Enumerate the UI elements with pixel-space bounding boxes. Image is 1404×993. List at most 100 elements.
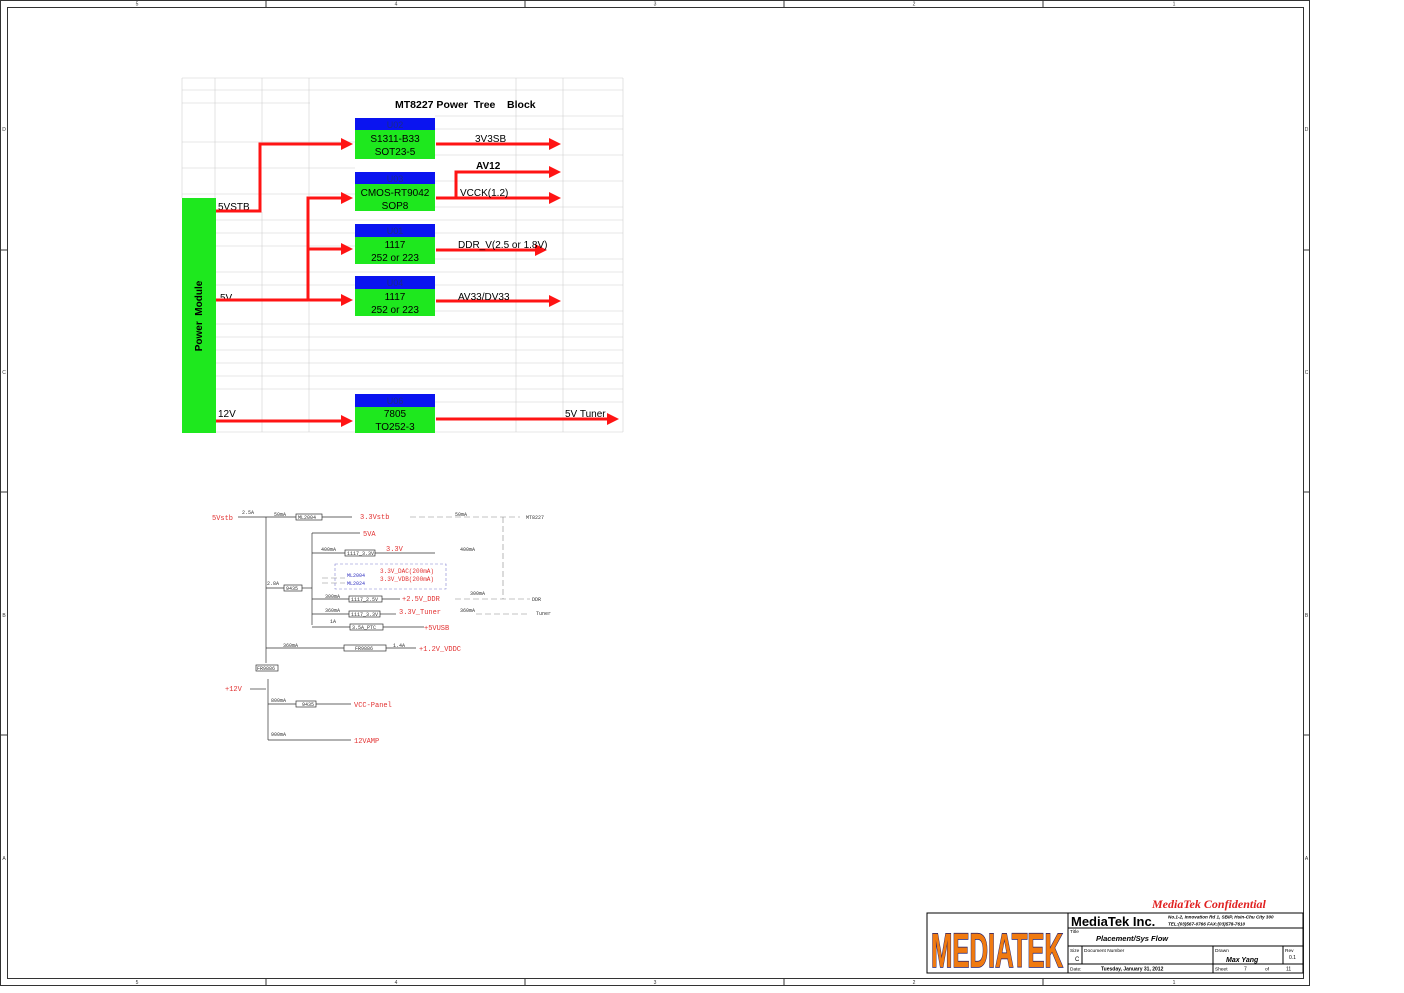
current-360ma-b: 360mA — [460, 608, 475, 614]
sheet-value: 7 — [1244, 967, 1247, 973]
chip-part: 1117 — [385, 292, 406, 303]
title-block: MediaTek Confidential MEDIATEK MediaTek … — [926, 897, 1304, 979]
net-vcc-panel: VCC-Panel — [354, 702, 392, 710]
flow-5v-u03 — [306, 192, 353, 300]
drawn-value: Max Yang — [1226, 957, 1259, 964]
zone-bot-1: 1 — [1173, 980, 1176, 986]
part-ml2004b: ML2004 — [347, 573, 365, 579]
output-tuner-label: 5V Tuner — [565, 409, 606, 420]
zone-left-c: C — [2, 370, 6, 376]
sheet-border — [0, 0, 1310, 986]
flow-wires — [238, 516, 435, 741]
zone-bot-4: 4 — [395, 980, 398, 986]
regulator-u02: U02 S1311-B33 SOT23-5 — [355, 118, 435, 159]
dac-vdb-group — [334, 563, 447, 590]
part-9435b: 9435 — [302, 702, 314, 708]
title-label: Title — [1070, 929, 1079, 935]
current-900ma: 900mA — [271, 732, 286, 738]
document-number-label: Document Number — [1084, 948, 1125, 954]
rev-label: Rev — [1285, 948, 1294, 954]
company-address-2: TEL:(03)567-0766 FAX:(03)578-7610 — [1168, 922, 1246, 927]
chip-package: SOP8 — [382, 201, 409, 212]
current-360ma-a: 360mA — [325, 608, 340, 614]
current-1a: 1A — [330, 619, 336, 625]
zone-left-a: A — [2, 856, 6, 862]
zone-bot-2: 2 — [913, 980, 916, 986]
chip-ref: U04 — [387, 278, 404, 288]
confidential-label: MediaTek Confidential — [1151, 897, 1267, 911]
company-address-1: No.1-2, Innovation Rd 1, SBIP, Hsin-Chu … — [1168, 915, 1274, 920]
net-3-3v: 3.3V — [386, 546, 404, 554]
dest-tuner: Tuner — [536, 611, 551, 617]
size-label: Size — [1070, 948, 1080, 954]
rail-5vstb: 5Vstb — [212, 515, 233, 523]
flow-dashed-links — [322, 516, 530, 615]
part-fr9886b: FR9886 — [257, 666, 275, 672]
power-tree-diagram: MT8227 Power Tree Block Power Module 5VS… — [181, 77, 624, 433]
power-flow-lines — [216, 138, 619, 427]
zone-right-d: D — [1305, 127, 1309, 133]
current-2-8a: 2.8A — [267, 581, 279, 587]
sheet-label: Sheet — [1215, 967, 1228, 973]
flow-5vstb — [216, 138, 353, 213]
chip-ref: U06 — [387, 396, 404, 406]
part-ptc: 3.5A_PTC — [352, 625, 376, 631]
output-vcck-label: VCCK(1.2) — [460, 188, 508, 199]
chip-part: 1117 — [385, 240, 406, 251]
output-av12-label: AV12 — [476, 161, 501, 172]
net-5va: 5VA — [363, 531, 376, 539]
zone-right-b: B — [1305, 613, 1309, 619]
of-value: 11 — [1286, 967, 1291, 973]
part-1117-33b: 1117_3.3V — [351, 612, 378, 618]
date-value: Tuesday, January 31, 2012 — [1101, 967, 1164, 973]
zone-top-4: 4 — [395, 2, 398, 8]
current-400ma-a: 400mA — [321, 547, 336, 553]
net-5vusb: +5VUSB — [424, 625, 449, 633]
zone-top-2: 2 — [913, 2, 916, 8]
zone-left-b: B — [2, 613, 6, 619]
mediatek-logo: MEDIATEK — [931, 925, 1063, 978]
of-label: of — [1265, 967, 1270, 973]
regulator-u03: U03 CMOS-RT9042 SOP8 — [355, 172, 435, 212]
current-400ma-b: 400mA — [460, 547, 475, 553]
output-3v3sb-label: 3V3SB — [475, 134, 506, 145]
chip-part: CMOS-RT9042 — [361, 188, 430, 199]
zone-left-d: D — [2, 127, 6, 133]
current-50ma-b: 50mA — [455, 512, 467, 518]
net-12vamp: 12VAMP — [354, 738, 379, 746]
net-2-5v-ddr: +2.5V_DDR — [402, 596, 441, 604]
part-9435: 9435 — [286, 586, 298, 592]
current-300ma-a: 300mA — [325, 594, 340, 600]
zone-right-a: A — [1305, 856, 1309, 862]
part-fr9886: FR9886 — [355, 646, 373, 652]
zone-labels: 5 4 3 2 1 5 4 3 2 1 D C B A D C B A — [2, 2, 1309, 987]
net-1-2v-vddc: +1.2V_VDDC — [419, 646, 461, 654]
part-ml2004: ML2004 — [298, 515, 316, 521]
output-ddr-label: DDR_V(2.5 or 1.8V) — [458, 240, 547, 251]
regulator-u04: U04 1117 252 or 223 — [355, 276, 435, 316]
drawn-label: Drawn — [1215, 948, 1229, 954]
chip-ref: U01 — [387, 226, 404, 236]
flow-av12-out — [454, 166, 561, 198]
rail-12v: +12V — [225, 686, 243, 694]
title-value: Placement/Sys Flow — [1096, 934, 1169, 943]
current-300ma-b: 300mA — [470, 591, 485, 597]
dest-mt8227: MT8227 — [526, 515, 544, 521]
grid-lines — [181, 77, 624, 433]
system-power-flow: ML2004 1117_3.3V 9435 1117_2.5V 1117_3.3… — [212, 510, 551, 746]
chip-package: 252 or 223 — [371, 253, 419, 264]
regulator-u06: U06 7805 TO252-3 — [355, 394, 435, 433]
flow-components — [255, 513, 387, 708]
chip-part: S1311-B33 — [370, 134, 420, 145]
net-dac: 3.3V_DAC(200mA) — [380, 568, 434, 575]
net-3-3vstb: 3.3Vstb — [360, 514, 389, 522]
current-2-5a: 2.5A — [242, 510, 254, 516]
current-800ma: 800mA — [271, 698, 286, 704]
output-av33-label: AV33/DV33 — [458, 292, 510, 303]
input-5vstb-label: 5VSTB — [218, 202, 250, 213]
chip-ref: U02 — [387, 120, 404, 130]
current-1-4a: 1.4A — [393, 643, 405, 649]
company-name: MediaTek Inc. — [1071, 914, 1155, 929]
power-module-label: Power Module — [194, 280, 205, 351]
zone-top-5: 5 — [136, 2, 139, 8]
